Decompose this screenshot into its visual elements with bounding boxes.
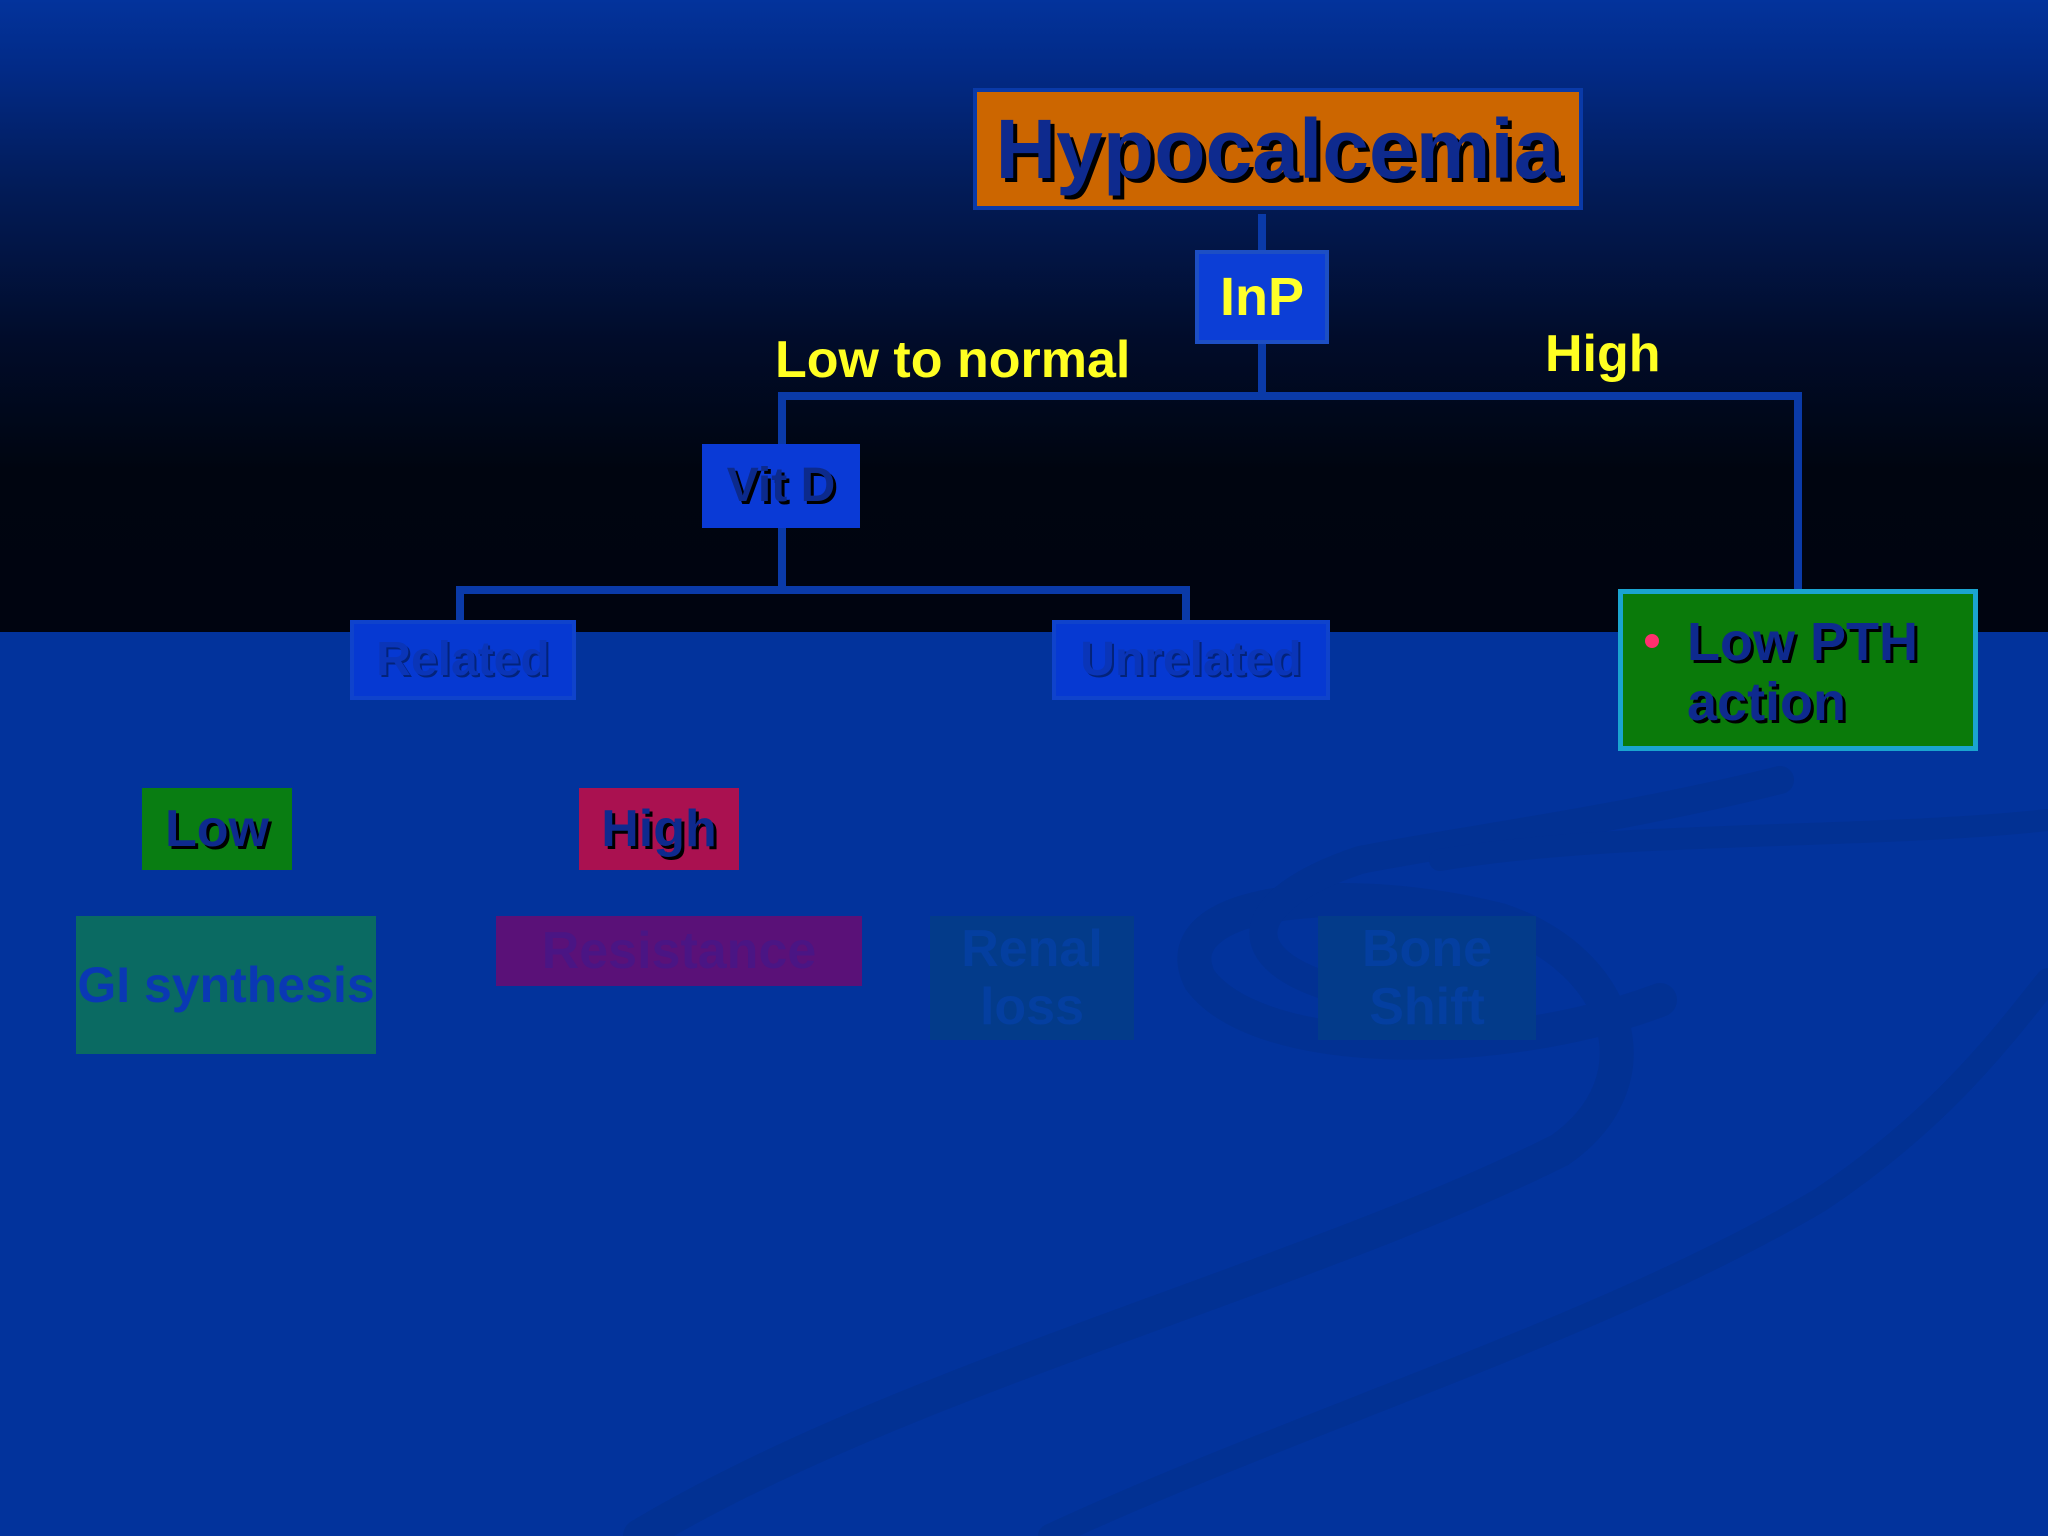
low-pth-action-box: Low PTH action xyxy=(1618,589,1978,751)
related-box: Related xyxy=(350,620,576,700)
bullet-icon xyxy=(1645,634,1659,648)
unrelated-box: Unrelated xyxy=(1052,620,1330,700)
gi-synthesis-label: GI synthesis xyxy=(77,957,375,1013)
resistance-label: Resistance xyxy=(541,921,817,980)
vitd-box: Vit D xyxy=(702,444,860,528)
related-label: Related xyxy=(376,633,550,687)
vitd-label: Vit D xyxy=(726,459,836,513)
renal-loss-label: Renal loss xyxy=(961,919,1103,1036)
unrelated-label: Unrelated xyxy=(1080,633,1302,687)
gi-synthesis-box: GI synthesis xyxy=(76,916,376,1054)
low-label: Low xyxy=(165,799,269,858)
bone-shift-label: Bone Shift xyxy=(1362,919,1492,1036)
high-box: High xyxy=(579,788,739,870)
inp-box: InP xyxy=(1195,250,1329,344)
hypocalcemia-box: Hypocalcemia xyxy=(973,88,1583,210)
branch-label-low-to-normal: Low to normal xyxy=(775,331,1131,389)
bone-shift-box: Bone Shift xyxy=(1318,916,1536,1040)
inp-label: InP xyxy=(1219,266,1304,327)
branch-label-high: High xyxy=(1545,325,1661,383)
low-box: Low xyxy=(142,788,292,870)
high-label: High xyxy=(601,799,717,858)
resistance-box: Resistance xyxy=(496,916,862,986)
low-pth-action-label: Low PTH action xyxy=(1687,612,1918,733)
renal-loss-box: Renal loss xyxy=(930,916,1134,1040)
hypocalcemia-label: Hypocalcemia xyxy=(995,101,1561,196)
